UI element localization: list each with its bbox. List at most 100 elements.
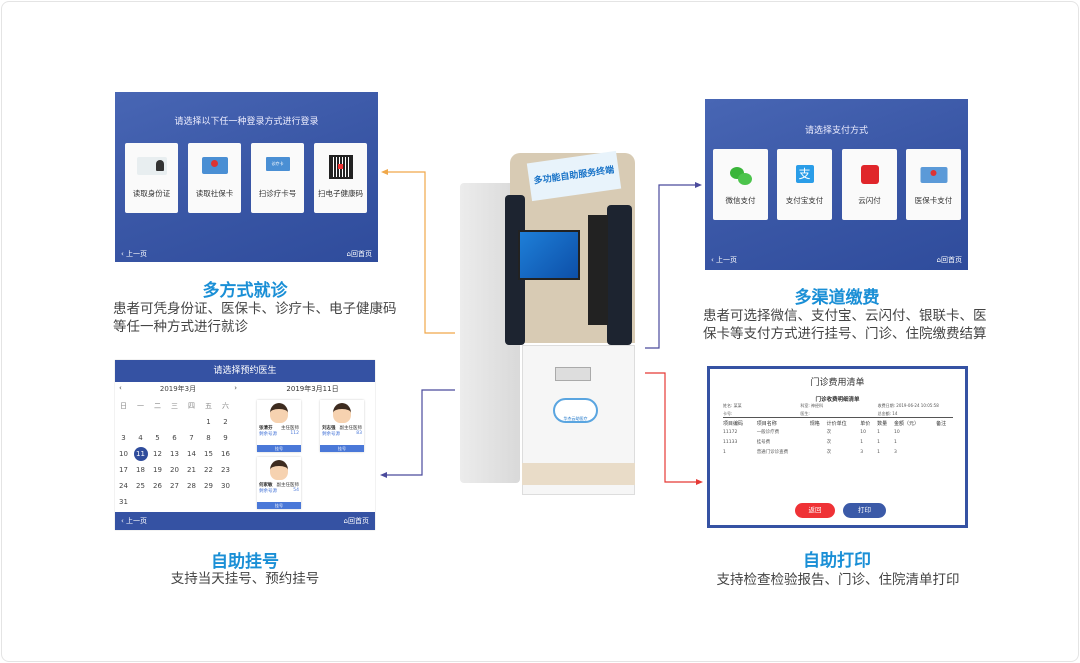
calendar-day[interactable]: 3 bbox=[115, 430, 132, 446]
back-button[interactable]: ‹ 上一页 bbox=[121, 250, 148, 258]
calendar-day[interactable]: 21 bbox=[183, 462, 200, 478]
table-cell: 10 bbox=[860, 429, 866, 435]
day-number: 1 bbox=[206, 418, 211, 426]
calendar-day[interactable]: 30 bbox=[217, 478, 234, 494]
day-number: 23 bbox=[221, 466, 230, 474]
day-number: 24 bbox=[119, 482, 128, 490]
calendar-day[interactable]: 16 bbox=[217, 446, 234, 462]
login-caption-title: 多方式就诊 bbox=[202, 281, 288, 301]
back-button[interactable]: ‹ 上一页 bbox=[121, 517, 148, 525]
back-button[interactable]: ‹ 上一页 bbox=[711, 256, 738, 264]
calendar-day[interactable]: 7 bbox=[183, 430, 200, 446]
calendar-day[interactable]: 29 bbox=[200, 478, 217, 494]
doctor-avatar bbox=[270, 403, 288, 423]
day-number: 15 bbox=[204, 450, 213, 458]
pay-option-medical-card[interactable]: 医保卡支付 bbox=[906, 149, 961, 220]
day-number: 28 bbox=[187, 482, 196, 490]
kiosk-image: 多功能自助服务终端 华杰云助医疗 bbox=[455, 145, 645, 515]
login-caption-desc: 患者可凭身份证、医保卡、诊疗卡、电子健康码等任一种方式进行就诊 bbox=[113, 300, 397, 336]
day-number: 19 bbox=[153, 466, 162, 474]
calendar-day[interactable]: 9 bbox=[217, 430, 234, 446]
calendar-day[interactable]: 27 bbox=[166, 478, 183, 494]
calendar-day[interactable]: 31 bbox=[115, 494, 132, 510]
qr-code-icon bbox=[328, 155, 353, 179]
calendar-day[interactable]: 1 bbox=[200, 414, 217, 430]
login-option-clinic-card[interactable]: 诊疗卡 扫诊疗卡号 bbox=[251, 143, 304, 213]
next-month-button[interactable]: › bbox=[234, 384, 237, 392]
day-number: 13 bbox=[170, 450, 179, 458]
calendar-day[interactable]: 22 bbox=[200, 462, 217, 478]
column-header: 数量 bbox=[877, 417, 894, 427]
info-field: 姓名: 某某 bbox=[723, 403, 742, 408]
caption-line: 患者可凭身份证、医保卡、诊疗卡、电子健康码 bbox=[113, 301, 397, 317]
calendar-day[interactable]: 12 bbox=[149, 446, 166, 462]
calendar-day[interactable]: 15 bbox=[200, 446, 217, 462]
calendar-day[interactable]: 19 bbox=[149, 462, 166, 478]
medical-card-icon bbox=[920, 167, 947, 183]
print-subtitle: 门诊收费明细清单 bbox=[815, 397, 860, 403]
calendar-day[interactable]: 10 bbox=[115, 446, 132, 462]
calendar-day[interactable]: 25 bbox=[132, 478, 149, 494]
prev-month-button[interactable]: ‹ bbox=[119, 384, 122, 392]
calendar-day[interactable]: 6 bbox=[166, 430, 183, 446]
print-button[interactable]: 打印 bbox=[843, 503, 886, 518]
login-option-id-card[interactable]: 读取身份证 bbox=[125, 143, 178, 213]
pay-option-wechat[interactable]: 微信支付 bbox=[713, 149, 768, 220]
login-screen-title: 请选择以下任一种登录方式进行登录 bbox=[174, 117, 319, 127]
print-caption-title: 自助打印 bbox=[803, 551, 871, 571]
caption-line: 保卡等支付方式进行挂号、门诊、住院缴费结算 bbox=[703, 326, 987, 342]
day-number: 31 bbox=[119, 498, 128, 506]
payment-screen-title: 请选择支付方式 bbox=[804, 126, 868, 136]
pay-option-unionpay-quickpass[interactable]: 云闪付 bbox=[842, 149, 897, 220]
pay-option-alipay[interactable]: 支 支付宝支付 bbox=[777, 149, 832, 220]
doctor-quota-label: 剩余号源 bbox=[259, 489, 277, 494]
weekday-header: 二 bbox=[154, 402, 161, 410]
calendar-day[interactable]: 20 bbox=[166, 462, 183, 478]
calendar-day[interactable]: 23 bbox=[217, 462, 234, 478]
day-number: 25 bbox=[136, 482, 145, 490]
calendar-day[interactable]: 2 bbox=[217, 414, 234, 430]
home-icon: ⌂ bbox=[346, 250, 351, 258]
social-security-card-icon bbox=[201, 157, 228, 174]
home-button[interactable]: ⌂回首页 bbox=[347, 249, 372, 259]
book-button[interactable]: 挂号 bbox=[257, 445, 301, 452]
arrowhead-icon bbox=[695, 182, 702, 188]
calendar-day[interactable]: 4 bbox=[132, 430, 149, 446]
calendar-day[interactable]: 17 bbox=[115, 462, 132, 478]
calendar-day[interactable]: 13 bbox=[166, 446, 183, 462]
calendar-day[interactable]: 24 bbox=[115, 478, 132, 494]
day-number: 7 bbox=[189, 434, 194, 442]
book-button[interactable]: 挂号 bbox=[257, 502, 301, 509]
weekday-header: 六 bbox=[222, 402, 229, 410]
column-header: 项目名称 bbox=[756, 417, 810, 427]
calendar-day[interactable]: 26 bbox=[149, 478, 166, 494]
weekday-header: 五 bbox=[205, 402, 212, 410]
arrowhead-icon bbox=[380, 472, 387, 478]
day-number: 27 bbox=[170, 482, 179, 490]
login-option-label: 扫电子健康码 bbox=[318, 189, 363, 198]
calendar-day[interactable]: 18 bbox=[132, 462, 149, 478]
login-option-health-code[interactable]: 扫电子健康码 bbox=[314, 143, 367, 213]
home-button[interactable]: ⌂回首页 bbox=[937, 255, 962, 265]
calendar-day[interactable]: 14 bbox=[183, 446, 200, 462]
doctor-quota-label: 剩余号源 bbox=[322, 432, 340, 437]
login-option-label: 扫诊疗卡号 bbox=[258, 189, 297, 198]
info-field: 科室: 神经科 bbox=[800, 403, 823, 408]
back-button[interactable]: 返回 bbox=[795, 503, 835, 518]
calendar-day[interactable]: 28 bbox=[183, 478, 200, 494]
caption-line: 患者可选择微信、支付宝、云闪付、银联卡、医 bbox=[703, 308, 987, 324]
calendar-day[interactable]: 8 bbox=[200, 430, 217, 446]
login-option-social-card[interactable]: 读取社保卡 bbox=[188, 143, 241, 213]
home-button[interactable]: ⌂回首页 bbox=[344, 512, 369, 530]
day-number: 21 bbox=[187, 466, 196, 474]
calendar-day[interactable]: 11 bbox=[132, 446, 149, 462]
table-cell: 11133 bbox=[723, 439, 738, 445]
day-number: 3 bbox=[121, 434, 126, 442]
calendar-day[interactable]: 5 bbox=[149, 430, 166, 446]
book-button[interactable]: 挂号 bbox=[320, 445, 364, 452]
